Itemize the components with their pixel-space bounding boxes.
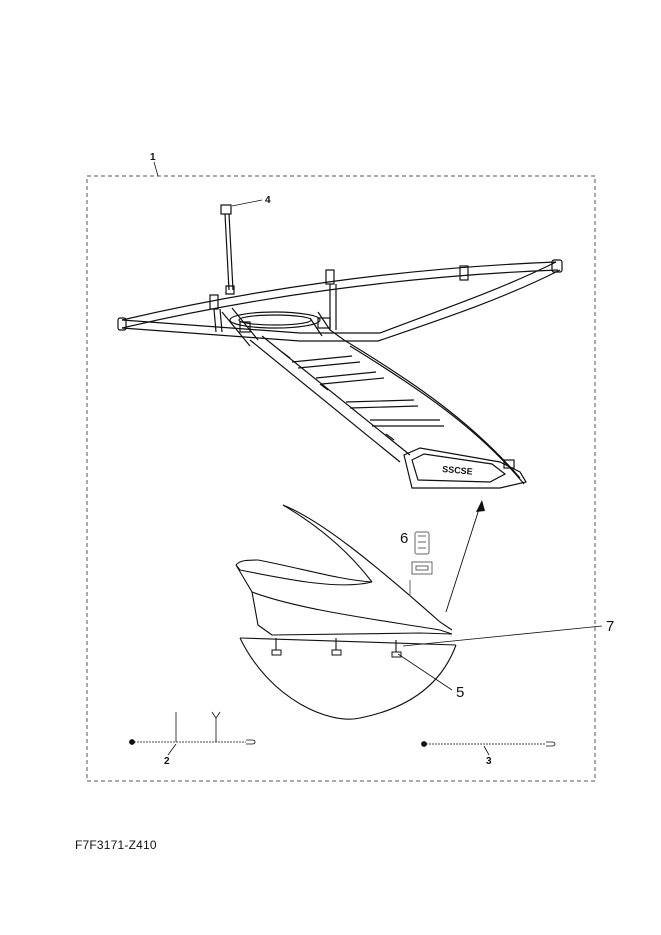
leader-1 <box>153 161 159 177</box>
tower-frame <box>117 259 563 489</box>
callout-7: 7 <box>606 618 614 635</box>
leader-2 <box>167 743 177 756</box>
callout-6: 6 <box>400 530 408 547</box>
callout-1: 1 <box>150 152 156 163</box>
harness-part-2 <box>129 711 256 745</box>
callout-5: 5 <box>456 684 464 701</box>
leader-7 <box>402 625 603 647</box>
callout-2: 2 <box>164 756 170 767</box>
mast-part-4 <box>220 204 235 295</box>
lead-part-3 <box>421 741 556 747</box>
diagram-code: F7F3171-Z410 <box>75 838 157 852</box>
badge-label: SSCSE <box>442 464 473 477</box>
install-arrowhead <box>476 500 485 512</box>
bracket-part-6 <box>409 531 433 596</box>
leader-5 <box>397 653 453 691</box>
kit-boundary <box>86 175 596 782</box>
callout-4: 4 <box>265 195 271 206</box>
hull-section <box>235 504 457 720</box>
leader-3 <box>483 745 490 756</box>
leader-4 <box>231 199 263 207</box>
install-arrow <box>445 505 481 613</box>
callout-3: 3 <box>486 756 492 767</box>
bolt-heads <box>271 649 402 658</box>
